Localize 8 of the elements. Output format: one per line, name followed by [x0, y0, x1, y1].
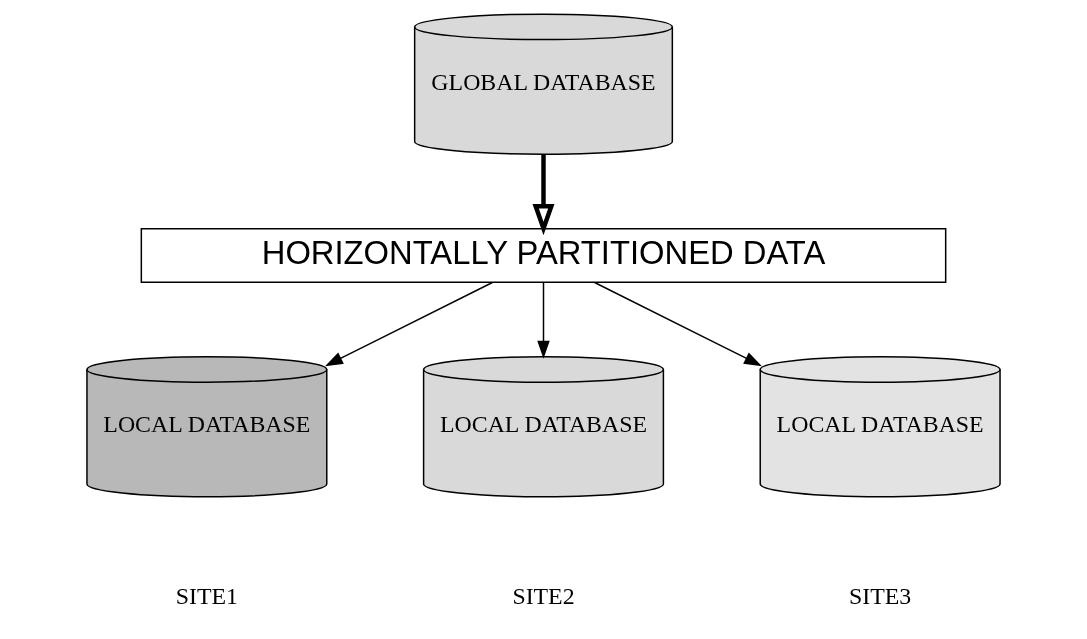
- arrow: [325, 281, 494, 367]
- arrow: [532, 154, 555, 236]
- arrow: [593, 281, 762, 367]
- arrow: [537, 281, 550, 359]
- node-label: SITE3: [849, 582, 912, 609]
- node-label: SITE2: [512, 582, 575, 609]
- node-label: SITE1: [175, 582, 238, 609]
- node-box: HORIZONTALLY PARTITIONED DATA: [140, 227, 947, 283]
